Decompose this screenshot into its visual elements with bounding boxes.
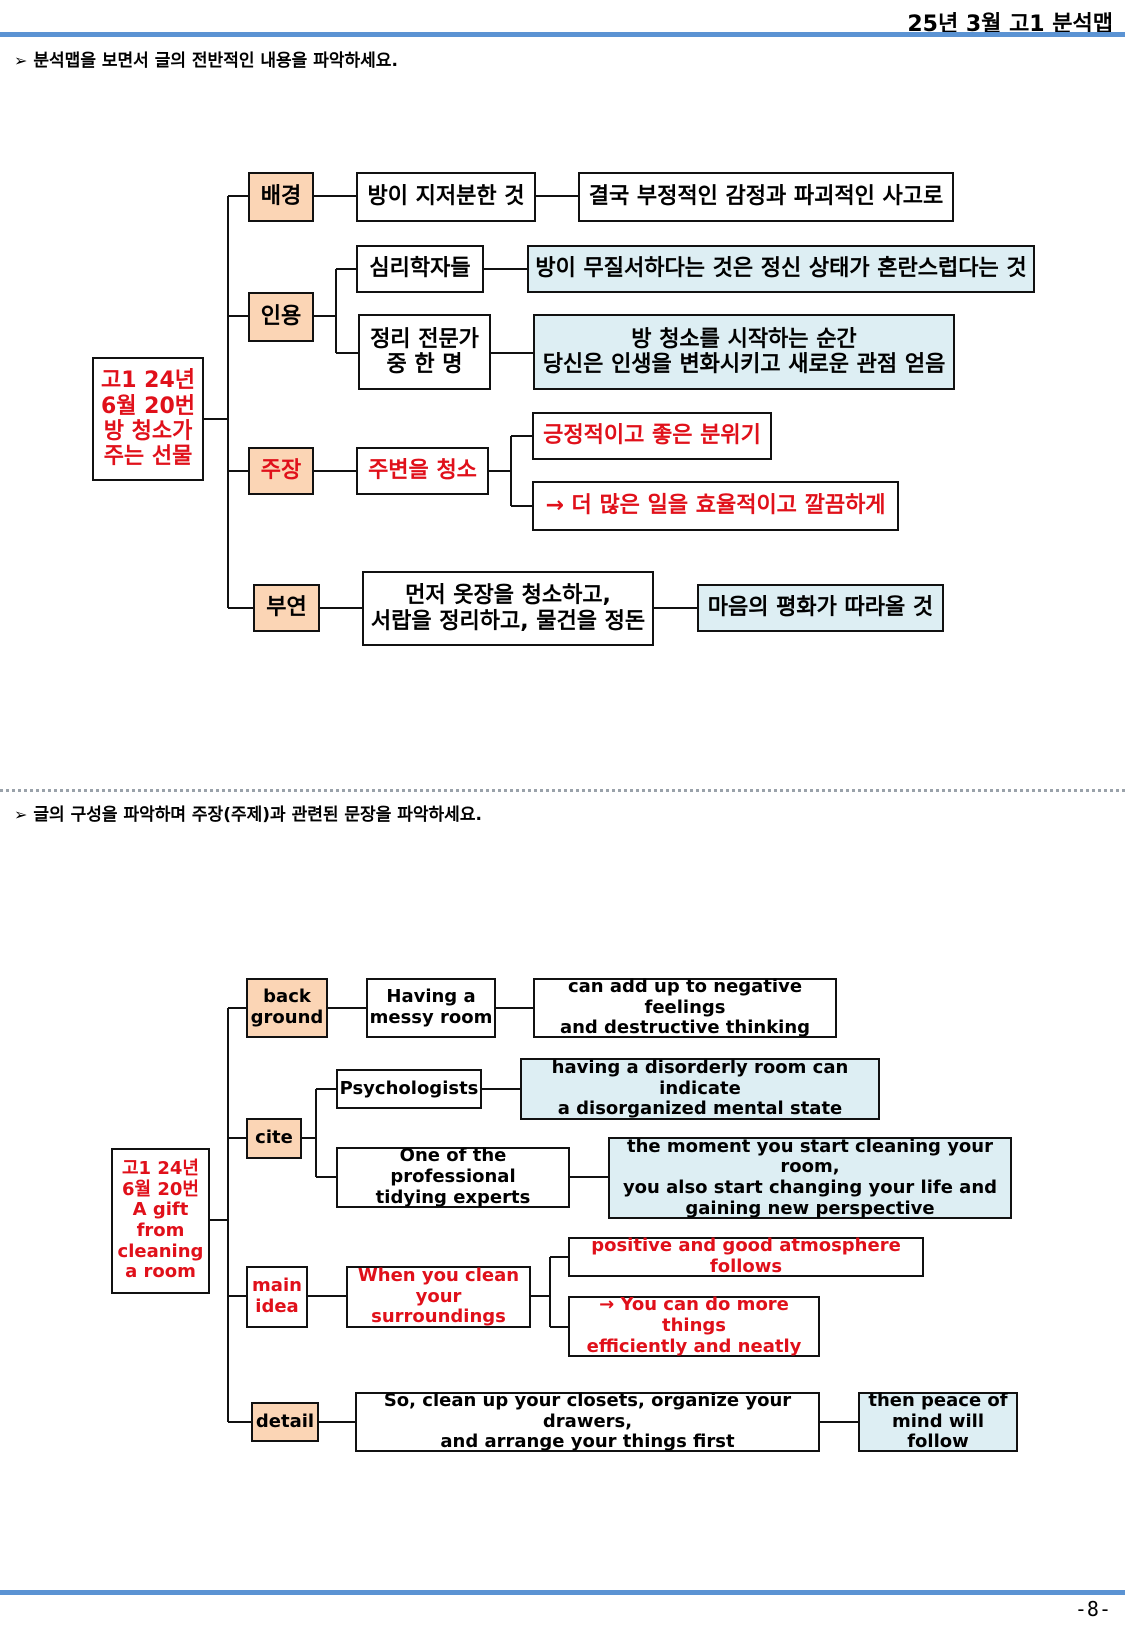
background-result: 결국 부정적인 감정과 파괴적인 사고로 <box>578 172 954 222</box>
main-idea-text-en: When you clean your surroundings <box>346 1265 531 1328</box>
root-topic-box: 고1 24년 6월 20번 방 청소가 주는 선물 <box>92 357 204 481</box>
arrow-bullet-icon: ➢ <box>14 51 28 70</box>
cite-quote-psychologists: 방이 무질서하다는 것은 정신 상태가 혼란스럽다는 것 <box>527 245 1035 293</box>
detail-result-en: then peace of mind will follow <box>858 1390 1018 1452</box>
detail-text: 먼저 옷장을 청소하고, 서랍을 정리하고, 물건을 정돈 <box>362 571 654 646</box>
main-idea-result-1: 긍정적이고 좋은 분위기 <box>532 412 772 460</box>
cite-quote-expert: 방 청소를 시작하는 순간 당신은 인생을 변화시키고 새로운 관점 얻음 <box>533 314 955 390</box>
background-label-en: back ground <box>246 978 328 1038</box>
main-idea-label: 주장 <box>248 447 314 495</box>
section2-instruction-text: 글의 구성을 파악하며 주장(주제)과 관련된 문장을 파악하세요. <box>33 805 482 825</box>
cite-source-psychologists-en: Psychologists <box>336 1069 482 1109</box>
section1-instruction: ➢ 분석맵을 보면서 글의 전반적인 내용을 파악하세요. <box>14 46 398 71</box>
section-divider <box>0 789 1125 792</box>
main-idea-text: 주변을 청소 <box>356 447 489 495</box>
section1-instruction-text: 분석맵을 보면서 글의 전반적인 내용을 파악하세요. <box>33 51 398 71</box>
section2-instruction: ➢ 글의 구성을 파악하며 주장(주제)과 관련된 문장을 파악하세요. <box>14 800 482 825</box>
background-text: 방이 지저분한 것 <box>356 172 536 222</box>
cite-source-expert-en: One of the professional tidying experts <box>336 1146 570 1208</box>
background-result-en: can add up to negative feelings and dest… <box>533 976 837 1038</box>
main-idea-label-en: main idea <box>246 1266 308 1328</box>
main-idea-result-2: → 더 많은 일을 효율적이고 깔끔하게 <box>532 481 899 531</box>
cite-quote-psychologists-en: having a disorderly room can indicate a … <box>520 1057 880 1120</box>
root-topic-box-en: 고1 24년 6월 20번 A gift from cleaning a roo… <box>111 1148 210 1294</box>
background-label: 배경 <box>248 172 314 222</box>
background-text-en: Having a messy room <box>366 978 496 1038</box>
page-number: -8- <box>1074 1597 1111 1621</box>
detail-result: 마음의 평화가 따라올 것 <box>697 584 944 632</box>
detail-text-en: So, clean up your closets, organize your… <box>355 1390 820 1452</box>
cite-source-expert: 정리 전문가 중 한 명 <box>358 314 491 390</box>
cite-label-en: cite <box>246 1118 302 1159</box>
main-idea-result-2-en: → You can do more things efficiently and… <box>568 1295 820 1357</box>
footer-rule <box>0 1590 1125 1595</box>
cite-source-psychologists: 심리학자들 <box>356 245 484 293</box>
cite-label: 인용 <box>248 292 314 342</box>
main-idea-result-1-en: positive and good atmosphere follows <box>568 1235 924 1277</box>
detail-label-en: detail <box>251 1402 319 1442</box>
arrow-bullet-icon: ➢ <box>14 805 28 824</box>
cite-quote-expert-en: the moment you start cleaning your room,… <box>608 1136 1012 1219</box>
header-rule <box>0 32 1125 37</box>
detail-label: 부연 <box>253 584 320 632</box>
